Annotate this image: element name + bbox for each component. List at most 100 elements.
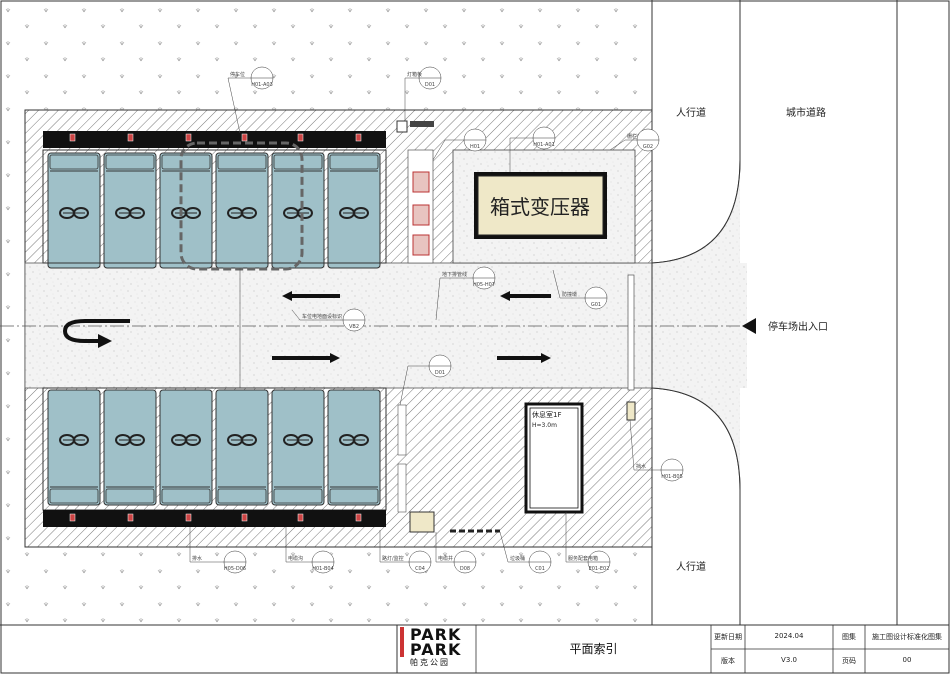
callout-c9: D01 — [399, 354, 452, 406]
title-block — [0, 624, 950, 674]
callout-top-text: 车位电地面设标识 — [302, 313, 342, 320]
update-date-value: 2024.04 — [774, 632, 804, 640]
logo-sub: 帕克公园 — [410, 658, 450, 667]
logo: PARK PARK 帕克公园 — [400, 627, 474, 671]
callout-top-text: 挡水 — [636, 463, 646, 470]
callout-bottom-text: H01-B04 — [312, 566, 334, 572]
version-value: V3.0 — [781, 656, 797, 664]
leader-line — [499, 531, 529, 563]
leader-line — [565, 512, 588, 563]
callout-top-text: 停车位 — [230, 71, 245, 78]
leader-line — [509, 137, 533, 172]
callout-bottom-text: D08 — [460, 566, 470, 572]
callout-top-text: 电缆井 — [438, 555, 453, 562]
leader-line — [285, 527, 312, 563]
rest-room-label: 休息室1F — [532, 410, 561, 419]
callout-bottom-text: D01 — [425, 82, 435, 88]
callout-c7: 防撞墩 G01 — [552, 269, 608, 310]
charging-stall-icon — [159, 152, 213, 269]
callout-c12: 电缆沟 H01-B04 — [285, 527, 335, 574]
leader-line — [227, 77, 251, 134]
version-label: 版本 — [721, 657, 735, 665]
driveway — [24, 262, 653, 389]
direction-arrow-icon — [272, 291, 551, 363]
charging-stall-icon — [215, 389, 269, 506]
callout-c15: 垃圾桶 C01 — [499, 531, 552, 574]
entrance-label: 停车场出入口 — [768, 320, 828, 333]
city-road-label: 城市道路 — [786, 106, 826, 119]
leader-line — [435, 532, 454, 563]
leader-line — [432, 139, 464, 161]
callout-bottom-text: G01 — [591, 302, 601, 308]
callout-c6: 地下排管线 H05-H07 — [435, 266, 496, 321]
charging-stall-icon — [271, 389, 325, 506]
charging-stall-icon — [215, 152, 269, 269]
charging-stall-icon — [327, 389, 381, 506]
charging-stall-icon — [159, 389, 213, 506]
page-label: 页码 — [842, 657, 856, 665]
leader-line — [291, 309, 343, 321]
leader-line — [379, 530, 409, 563]
leader-line — [404, 77, 419, 121]
charging-stall-icon — [47, 389, 101, 506]
callout-top-text: 排水 — [192, 555, 202, 562]
logo-line2: PARK — [400, 642, 474, 658]
callout-c16: 服务配套电箱 E01-E02 — [565, 512, 611, 574]
callout-c14: 电缆井 D08 — [435, 532, 477, 574]
sidewalk-top-label: 人行道 — [676, 106, 706, 119]
atlas-value: 施工图设计标准化图集 — [872, 633, 942, 641]
rest-room — [524, 402, 584, 514]
leader-line — [629, 419, 661, 471]
leader-line — [609, 139, 637, 151]
callout-c8: 车位电地面设标识 VB2 — [291, 308, 366, 332]
callout-bottom-text: H05-D06 — [224, 566, 246, 572]
callout-top-text: 服务配套电箱 — [568, 555, 598, 562]
callout-top-text: 地下排管线 — [442, 271, 467, 278]
callout-bottom-text: C01 — [535, 566, 545, 572]
charging-stall-icon — [103, 389, 157, 506]
callout-c1: 停车位 H01-A03 — [227, 66, 274, 134]
callout-bottom-text: H01-A03 — [251, 82, 273, 88]
callout-bottom-text: G02 — [643, 144, 653, 150]
charging-stall-icon — [47, 152, 101, 269]
callout-c10: 挡水 H01-B05 — [629, 419, 684, 482]
callout-bottom-text: H01-A01 — [533, 142, 555, 148]
page-value: 00 — [902, 656, 912, 664]
drawing-name: 平面索引 — [569, 642, 618, 656]
leader-line — [189, 527, 224, 563]
leader-line — [435, 277, 473, 321]
callout-top-text: 垃圾桶 — [510, 555, 525, 562]
callout-bottom-text: VB2 — [349, 324, 359, 330]
callout-top-text: 栅栏 — [627, 133, 637, 140]
callout-bottom-text: E01-E02 — [589, 566, 610, 572]
callout-top-text: 电缆沟 — [288, 555, 303, 562]
charging-stall-icon — [271, 152, 325, 269]
callout-bottom-text: D01 — [435, 370, 445, 376]
leader-line — [399, 365, 429, 406]
turn-arrow-icon — [62, 319, 130, 348]
leader-line — [552, 269, 585, 299]
charging-stall-icon — [103, 152, 157, 269]
callouts: 停车位H01-A03灯箱板D01H01-A01栅栏G02H01地下排管线H05-… — [189, 66, 684, 574]
callout-top-text: 防撞墩 — [562, 291, 577, 298]
atlas-label: 图集 — [842, 633, 856, 641]
stall-highlight — [179, 141, 304, 271]
callout-c11: 排水 H05-D06 — [189, 527, 247, 574]
transformer-label: 箱式变压器 — [490, 195, 590, 219]
logo-line1: PARK — [400, 627, 474, 643]
callout-c3: H01-A01 — [509, 126, 556, 172]
equipment-cabinets — [407, 149, 434, 264]
callout-bottom-text: H05-H07 — [473, 282, 495, 288]
callout-top-text: 灯箱板 — [407, 71, 422, 78]
callout-bottom-text: H01 — [470, 144, 480, 150]
charging-stall-icon — [327, 152, 381, 269]
callout-top-text: 路灯/监控 — [382, 555, 404, 562]
entrance-arrow-icon — [742, 318, 756, 334]
callout-bottom-text: H01-B05 — [661, 474, 683, 480]
callout-c5: H01 — [432, 128, 487, 161]
update-date-label: 更新日期 — [714, 633, 742, 641]
rest-room-height: H=3.0m — [532, 422, 557, 429]
